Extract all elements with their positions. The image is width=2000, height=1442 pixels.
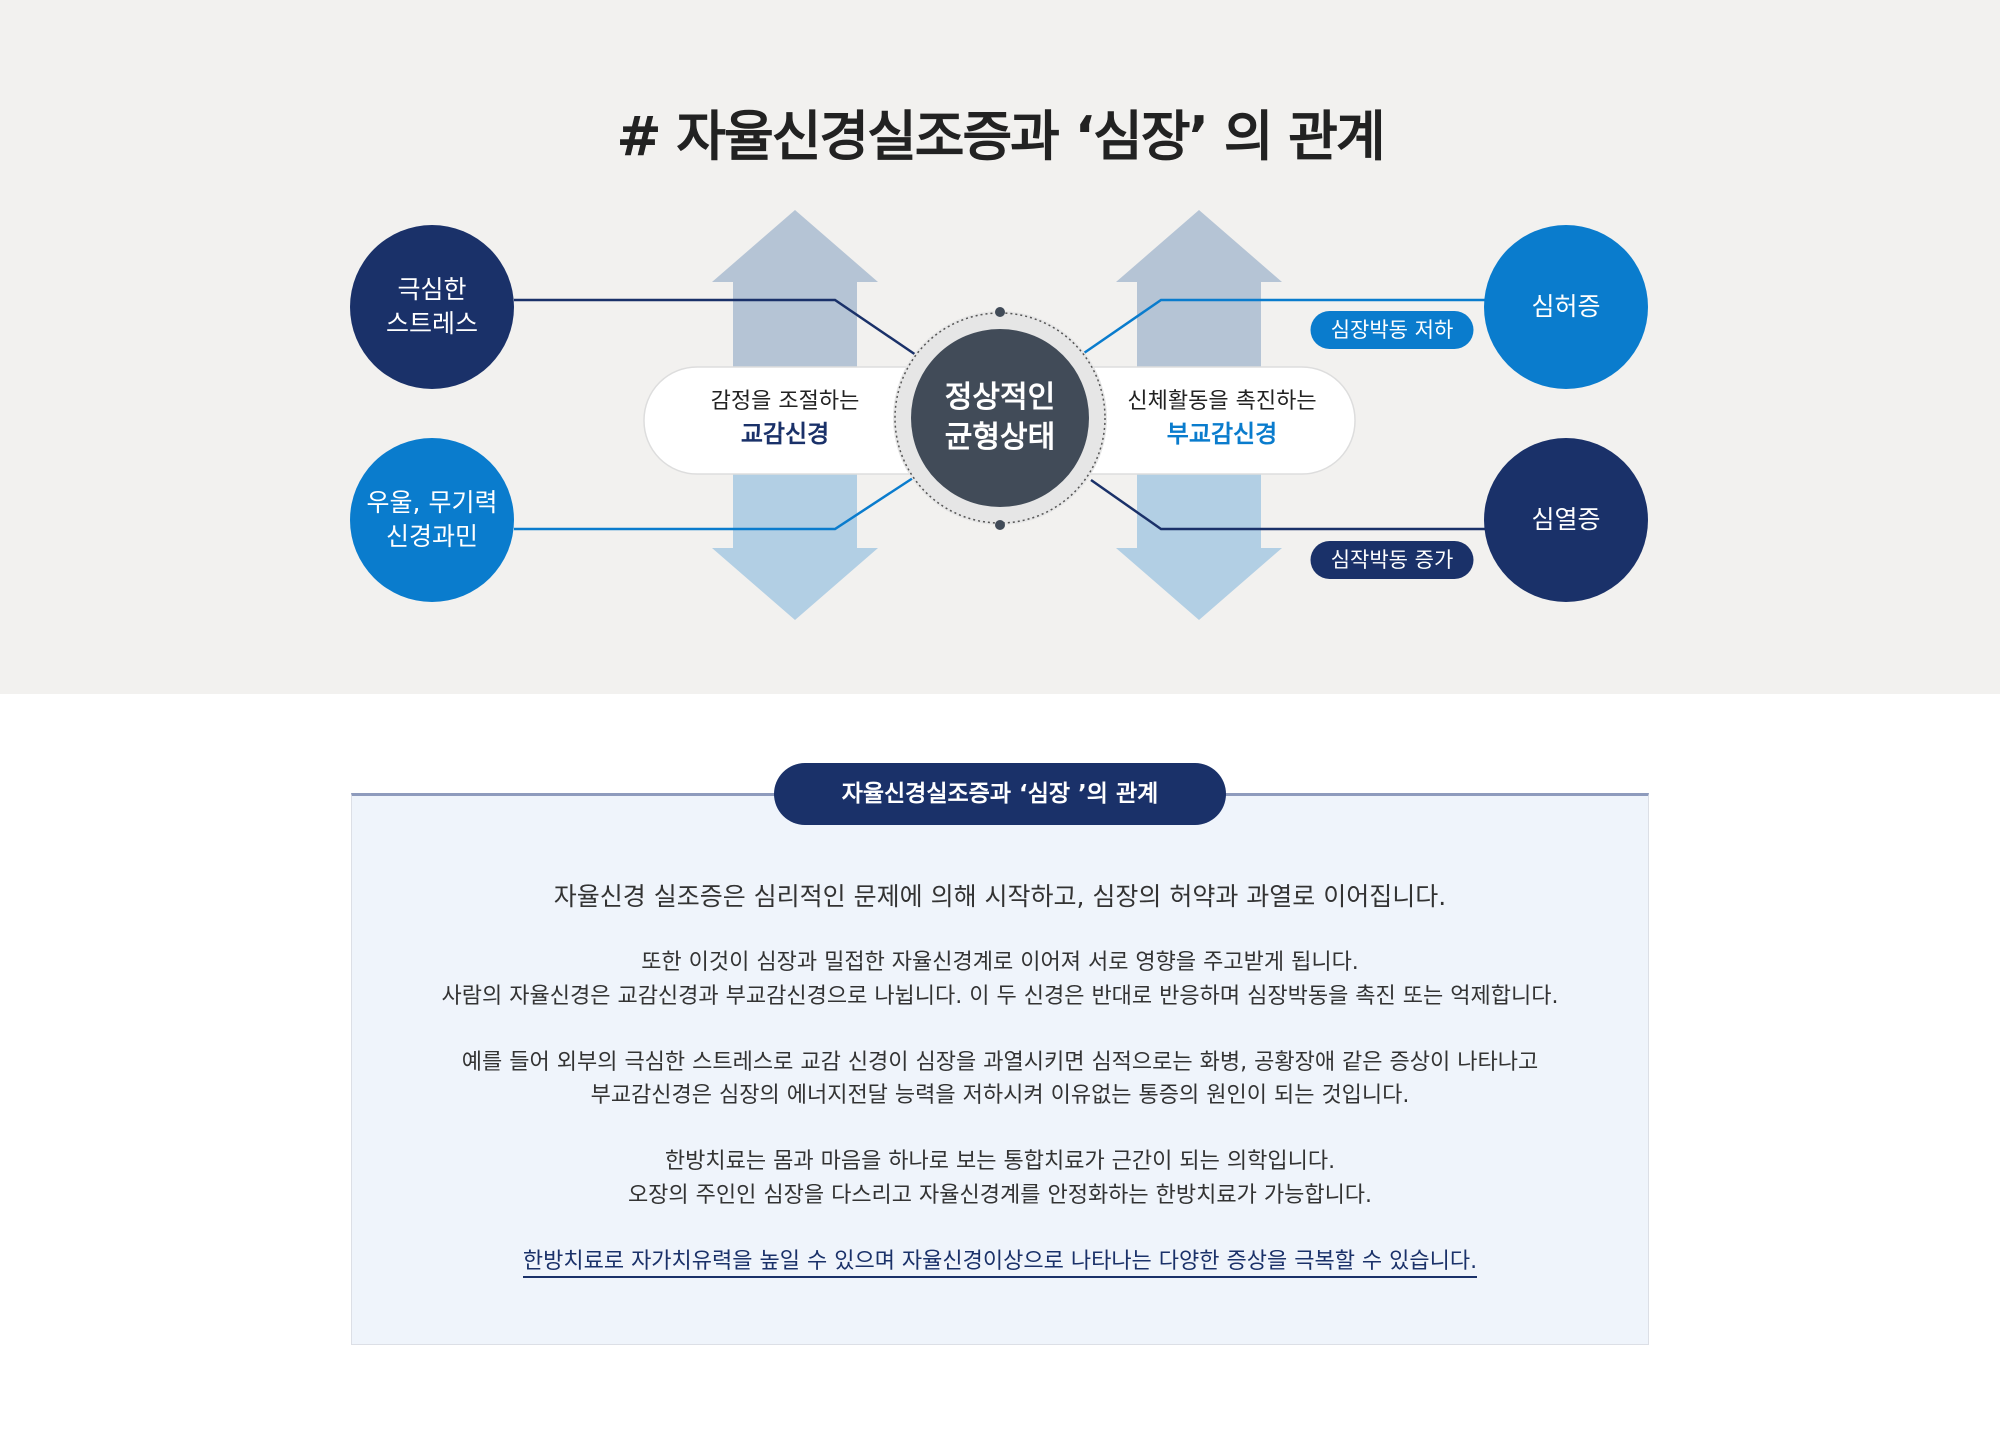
left-arrow-up bbox=[712, 210, 878, 418]
conclusion-line: 한방치료로 자가치유력을 높일 수 있으며 자율신경이상으로 나타나는 다양한 … bbox=[351, 1243, 1649, 1278]
conclusion-text: 한방치료로 자가치유력을 높일 수 있으며 자율신경이상으로 나타나는 다양한 … bbox=[522, 1249, 1478, 1278]
ring-dot bbox=[995, 520, 1005, 530]
badge-heartbeat-down: 심장박동 저하 bbox=[1310, 311, 1474, 349]
center-label: 정상적인 균형상태 bbox=[945, 378, 1055, 458]
right-arrow-up bbox=[1116, 210, 1282, 418]
connector-line bbox=[1083, 298, 1486, 355]
connector-line bbox=[1090, 478, 1486, 531]
circle-stress-label: 극심한 스트레스 bbox=[386, 273, 478, 341]
label-line: 균형상태 bbox=[944, 420, 1056, 455]
diagram-graphic bbox=[350, 210, 1648, 620]
circle-stress bbox=[350, 225, 514, 389]
paragraph-line: 또한 이것이 심장과 밀접한 자율신경계로 이어져 서로 영향을 주고받게 됩니… bbox=[641, 950, 1359, 975]
label-line: 신경과민 bbox=[385, 522, 478, 551]
label-line: 정상적인 bbox=[944, 380, 1056, 415]
paragraph-line: 예를 들어 외부의 극심한 스트레스로 교감 신경이 심장을 과열시키면 심적으… bbox=[461, 1050, 1539, 1075]
paragraph-line: 부교감신경은 심장의 에너지전달 능력을 저하시켜 이유없는 통증의 원인이 되… bbox=[590, 1083, 1410, 1108]
sympathetic-name: 교감신경 bbox=[740, 420, 830, 448]
paragraph-line: 사람의 자율신경은 교감신경과 부교감신경으로 나뉩니다. 이 두 신경은 반대… bbox=[441, 984, 1559, 1009]
label-line: 스트레스 bbox=[385, 309, 479, 338]
parasympathetic-name: 부교감신경 bbox=[1166, 420, 1278, 448]
circle-simheo-label: 심허증 bbox=[1531, 292, 1601, 321]
center-ring-dotted bbox=[894, 312, 1106, 524]
section-heading: 자율신경실조증과 ‘심장 ’의 관계 bbox=[774, 763, 1226, 825]
badge-heartbeat-up: 심작박동 증가 bbox=[1310, 541, 1474, 579]
parasympathetic-desc: 신체활동을 촉진하는 bbox=[1127, 389, 1317, 414]
circle-depression-label: 우울, 무기력 신경과민 bbox=[367, 486, 498, 554]
explanation-box bbox=[351, 793, 1649, 1345]
sympathetic-desc: 감정을 조절하는 bbox=[710, 389, 860, 414]
label-line: 우울, 무기력 bbox=[366, 488, 498, 517]
circle-simyeol bbox=[1484, 438, 1648, 602]
paragraph-line: 한방치료는 몸과 마음을 하나로 보는 통합치료가 근간이 되는 의학입니다. bbox=[664, 1149, 1336, 1174]
connector-line bbox=[514, 298, 917, 357]
paragraph-line: 오장의 주인인 심장을 다스리고 자율신경계를 안정화하는 한방치료가 가능합니… bbox=[627, 1183, 1373, 1208]
connector-line bbox=[514, 476, 914, 531]
circle-simheo bbox=[1484, 225, 1648, 389]
center-circle bbox=[911, 329, 1089, 507]
circle-simyeol-label: 심열증 bbox=[1531, 505, 1601, 534]
lead-text: 자율신경 실조증은 심리적인 문제에 의해 시작하고, 심장의 허약과 과열로 … bbox=[553, 882, 1447, 911]
label-line: 극심한 bbox=[397, 275, 467, 304]
page-title: # 자율신경실조증과 ‘심장’ 의 관계 bbox=[616, 105, 1385, 168]
parasympathetic-label: 신체활동을 촉진하는 부교감신경 bbox=[1127, 385, 1316, 451]
sympathetic-label: 감정을 조절하는 교감신경 bbox=[711, 385, 860, 451]
circle-depression bbox=[350, 438, 514, 602]
ring-dot bbox=[995, 307, 1005, 317]
